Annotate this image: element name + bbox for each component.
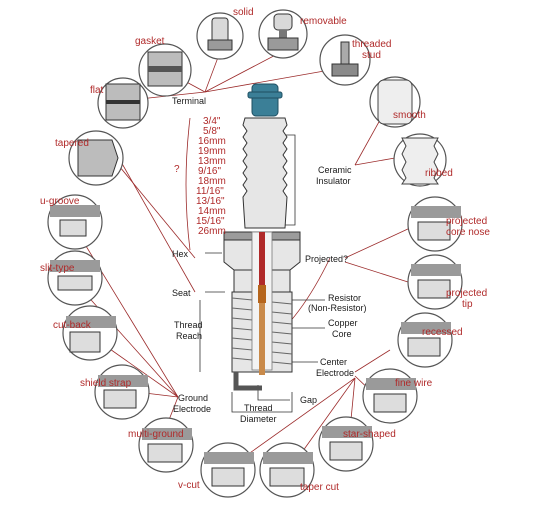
bubble-slit-type (47, 250, 103, 306)
bubble-smooth (369, 76, 421, 128)
bubble-u-groove (47, 194, 103, 250)
bubble-cut-back (62, 305, 118, 361)
hex-size: 18mm (198, 176, 226, 187)
label-projected-tip-2: tip (462, 299, 473, 310)
label-terminal: Terminal (172, 96, 206, 106)
bubble-gasket (138, 43, 192, 97)
label-cut-back: cut-back (53, 320, 92, 331)
terminal-cap (251, 83, 279, 117)
label-fine-wire: fine wire (395, 378, 433, 389)
label-stud: stud (362, 50, 381, 61)
label-projected-tip-1: projected (446, 288, 487, 299)
label-projected-core-2: core nose (446, 227, 490, 238)
label-center-electrode: Electrode (316, 368, 354, 378)
bubble-tapered (68, 130, 124, 186)
label-projected-question: Projected? (305, 254, 348, 264)
label-insulator: Insulator (316, 176, 351, 186)
label-multi-ground: multi-ground (128, 429, 184, 440)
spark-plug (223, 83, 301, 391)
hex-size: 26mm (198, 226, 226, 237)
label-flat: flat (90, 85, 104, 96)
bubble-recessed (397, 312, 453, 368)
label-hex: Hex (172, 249, 189, 259)
hex-size: 5/8" (203, 126, 221, 137)
label-gap: Gap (300, 395, 317, 405)
label-ribbed: ribbed (425, 168, 453, 179)
hex-size: 14mm (198, 206, 226, 217)
label-slit-type: slit-type (40, 263, 75, 274)
bubble-v-cut (200, 442, 256, 498)
bubble-threaded-stud (319, 34, 371, 86)
hex-size: 9/16" (198, 166, 221, 177)
bubble-removable (258, 9, 308, 59)
copper-core (259, 303, 265, 375)
ground-electrode-shape (233, 372, 262, 391)
label-tapered: tapered (55, 138, 89, 149)
label-thread-diameter-1: Thread (244, 403, 273, 413)
hex-size: 19mm (198, 146, 226, 157)
ceramic-insulator (242, 117, 288, 229)
label-shield-strap: shield strap (80, 378, 132, 389)
hex-size: 15/16" (196, 216, 225, 227)
bubble-star-shaped (318, 416, 374, 472)
label-smooth: smooth (393, 110, 426, 121)
hex-size: 13mm (198, 156, 226, 167)
label-star-shaped: star-shaped (343, 429, 396, 440)
label-threaded: threaded (352, 39, 391, 50)
center-conductor (259, 232, 265, 302)
label-electrode: Electrode (173, 404, 211, 414)
label-gasket: gasket (135, 36, 165, 47)
leader-lines (74, 49, 411, 461)
terminal-cap-ridge (247, 91, 283, 99)
hex-size: 11/16" (196, 186, 224, 197)
bubble-projected-tip (407, 254, 463, 310)
label-u-groove: u-groove (40, 196, 80, 207)
label-projected-core-1: projected (446, 216, 487, 227)
hex-question-mark: ? (174, 164, 180, 175)
label-seat: Seat (172, 288, 191, 298)
label-resistor: Resistor (328, 293, 361, 303)
label-thread-diameter-2: Diameter (240, 414, 277, 424)
bubble-multi-ground (138, 417, 194, 473)
label-copper: Copper (328, 318, 358, 328)
label-ground: Ground (178, 393, 208, 403)
label-recessed: recessed (422, 327, 463, 338)
label-solid: solid (233, 7, 254, 18)
bubble-fine-wire (362, 368, 418, 424)
label-thread-reach-1: Thread (174, 320, 203, 330)
resistor-element (258, 285, 266, 303)
bubble-shield-strap (94, 364, 150, 420)
bubble-ribbed (393, 133, 447, 187)
label-core: Core (332, 329, 352, 339)
hex-size: 16mm (198, 136, 226, 147)
bubble-taper-cut (259, 442, 315, 498)
bubble-solid (196, 12, 244, 60)
label-taper-cut: taper cut (300, 482, 339, 493)
label-center: Center (320, 357, 347, 367)
hex-size: 13/16" (196, 196, 225, 207)
label-ceramic: Ceramic (318, 165, 352, 175)
label-v-cut: v-cut (178, 480, 200, 491)
label-non-resistor: (Non-Resistor) (308, 303, 367, 313)
bubble-flat (97, 77, 149, 129)
label-removable: removable (300, 16, 347, 27)
label-thread-reach-2: Reach (176, 331, 202, 341)
bubble-projected-core-nose (407, 196, 463, 252)
hex-size: 3/4" (203, 116, 221, 127)
hex-size-list: 3/4" 5/8" 16mm 19mm 13mm 9/16" 18mm 11/1… (196, 116, 226, 237)
